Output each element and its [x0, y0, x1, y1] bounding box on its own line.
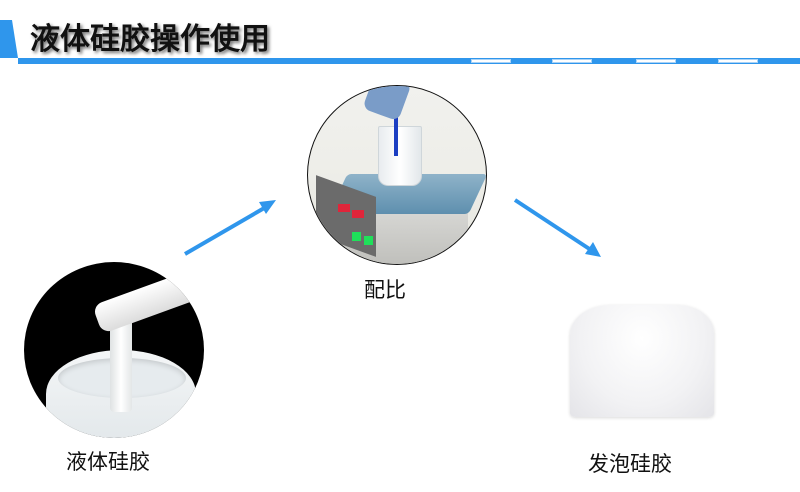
step-label-liquid-silicone: 液体硅胶 — [66, 450, 150, 474]
step-label-foam-silicone: 发泡硅胶 — [588, 452, 672, 476]
header-divider-dash — [552, 59, 592, 63]
step-label-ratio: 配比 — [364, 278, 406, 302]
scale-display — [338, 204, 350, 212]
header-divider-dash — [471, 59, 511, 63]
scale-key — [364, 236, 373, 245]
scale-key — [352, 232, 361, 241]
blue-liquid-stream — [394, 111, 398, 156]
page-title: 液体硅胶操作使用 — [30, 22, 270, 57]
liquid-silicone-image — [24, 262, 204, 438]
beaker-shape — [378, 126, 422, 186]
header-divider — [18, 58, 800, 64]
scale-display — [352, 210, 364, 218]
ratio-scale-image — [307, 85, 487, 265]
silicone-stream — [110, 302, 132, 412]
header-divider-dash — [636, 59, 676, 63]
header-accent-tab — [0, 20, 18, 58]
header-divider-dash — [718, 59, 758, 63]
foam-silicone-image — [570, 305, 714, 417]
